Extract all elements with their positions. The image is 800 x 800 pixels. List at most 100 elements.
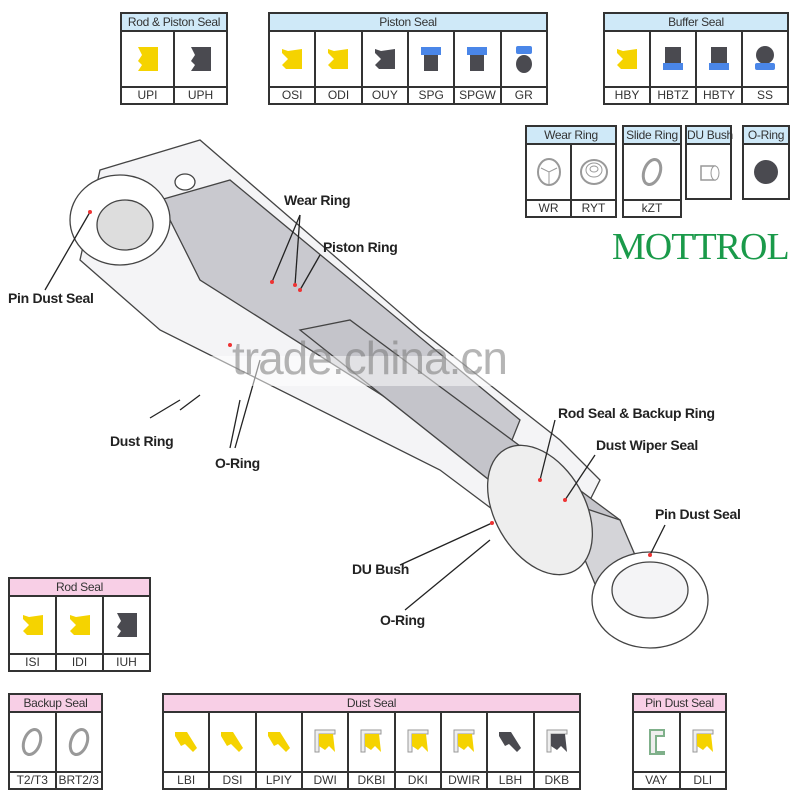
seal-code: UPI xyxy=(122,86,173,103)
coil-outline-icon xyxy=(572,145,615,199)
seal-code: BRT2/3 xyxy=(56,771,101,788)
wiper-case-icon xyxy=(442,713,486,771)
seal-item[interactable]: LPIY xyxy=(256,713,303,788)
seal-item[interactable]: DWIR xyxy=(441,713,489,788)
callout-o-ring-left: O-Ring xyxy=(215,455,260,471)
seal-item[interactable]: WR xyxy=(527,145,572,216)
u-seal-icon xyxy=(175,32,226,86)
seal-item[interactable]: OUY xyxy=(362,32,409,103)
seal-item[interactable]: IUH xyxy=(104,597,149,670)
seal-item[interactable]: UPH xyxy=(175,32,226,103)
slide-ring-title: Slide Ring xyxy=(624,127,680,145)
seal-code: IUH xyxy=(104,653,149,670)
seal-code: LPIY xyxy=(256,771,301,788)
wiper-icon xyxy=(488,713,532,771)
du-bush-table: DU Bush xyxy=(685,125,733,200)
seal-code: OUY xyxy=(362,86,407,103)
seal-item[interactable]: UPI xyxy=(122,32,175,103)
pin-case-icon xyxy=(634,713,679,771)
callout-pin-dust-seal-right: Pin Dust Seal xyxy=(655,506,741,522)
seal-item[interactable]: VAY xyxy=(634,713,681,788)
seal-item[interactable]: DSI xyxy=(210,713,257,788)
ring-cap-inv-icon xyxy=(743,32,787,86)
cap-seal-inv-icon xyxy=(697,32,741,86)
seal-item[interactable]: BRT2/3 xyxy=(56,713,102,788)
seal-code: SPG xyxy=(408,86,454,103)
wiper-case-icon xyxy=(349,713,393,771)
callout-wear-ring: Wear Ring xyxy=(284,192,351,208)
seal-item[interactable]: DLI xyxy=(680,713,726,788)
o-ring-table: O-Ring xyxy=(742,125,790,200)
lip-seal-icon xyxy=(363,32,407,86)
rod-seal-title: Rod Seal xyxy=(10,579,149,597)
seal-code: DWIR xyxy=(441,771,487,788)
watermark-text: trade.china.cn xyxy=(232,332,508,384)
seal-item[interactable]: DWI xyxy=(302,713,350,788)
seal-item[interactable]: DKI xyxy=(395,713,442,788)
piston-seal-title: Piston Seal xyxy=(270,14,546,32)
seal-item[interactable]: DKB xyxy=(534,713,579,788)
seal-item[interactable]: HBY xyxy=(605,32,651,103)
seal-code: HBTZ xyxy=(651,86,695,103)
rod-piston-seal-title: Rod & Piston Seal xyxy=(122,14,226,32)
buffer-seal-title: Buffer Seal xyxy=(605,14,787,32)
seal-item[interactable]: LBH xyxy=(488,713,535,788)
wear-ring-title: Wear Ring xyxy=(527,127,615,145)
seal-item[interactable]: kZT xyxy=(624,145,680,216)
seal-item[interactable]: LBI xyxy=(164,713,211,788)
seal-code: DLI xyxy=(680,771,725,788)
cap-seal-icon xyxy=(409,32,453,86)
seal-code: DSI xyxy=(210,771,255,788)
o-ring-title: O-Ring xyxy=(744,127,788,145)
seal-code: ODI xyxy=(316,86,361,103)
bush-outline-icon xyxy=(687,145,730,198)
seal-item[interactable]: SPG xyxy=(408,32,456,103)
ring-thin-icon xyxy=(57,713,102,771)
seal-code: VAY xyxy=(634,771,679,788)
seal-item[interactable]: SPGW xyxy=(455,32,502,103)
seal-code: DKI xyxy=(395,771,440,788)
seal-code: IDI xyxy=(57,653,102,670)
seal-item[interactable]: RYT xyxy=(572,145,615,216)
wiper-case-icon xyxy=(535,713,579,771)
seal-item[interactable]: HBTY xyxy=(697,32,743,103)
callout-dust-ring: Dust Ring xyxy=(110,433,174,449)
callout-o-ring-bottom: O-Ring xyxy=(380,612,425,628)
seal-item[interactable] xyxy=(687,145,730,198)
seal-item[interactable]: ODI xyxy=(316,32,363,103)
callout-piston-ring: Piston Ring xyxy=(323,239,398,255)
seal-item[interactable]: SS xyxy=(743,32,787,103)
seal-code: WR xyxy=(527,199,570,216)
lip-seal-icon xyxy=(605,32,649,86)
ring-thin-icon xyxy=(10,713,55,771)
head-gland xyxy=(486,444,594,576)
seal-item[interactable]: DKBI xyxy=(349,713,396,788)
wiper-icon xyxy=(257,713,301,771)
seal-item[interactable]: ISI xyxy=(10,597,57,670)
callout-du-bush: DU Bush xyxy=(352,561,410,577)
seal-item[interactable]: IDI xyxy=(57,597,104,670)
ring-cap-icon xyxy=(502,32,546,86)
seal-item[interactable]: HBTZ xyxy=(651,32,697,103)
seal-code: RYT xyxy=(572,199,615,216)
seal-item[interactable] xyxy=(744,145,788,198)
ring-outline-icon xyxy=(527,145,570,199)
seal-code: kZT xyxy=(624,199,680,216)
wiper-case-icon xyxy=(396,713,440,771)
seal-code: SS xyxy=(743,86,787,103)
seal-item[interactable]: OSI xyxy=(270,32,317,103)
seal-code: UPH xyxy=(175,86,226,103)
seal-item[interactable]: T2/T3 xyxy=(10,713,57,788)
wiper-case-icon xyxy=(681,713,726,771)
seal-code: GR xyxy=(501,86,546,103)
lip-seal-icon xyxy=(270,32,314,86)
lip-seal-icon xyxy=(57,597,102,653)
seal-item[interactable]: GR xyxy=(501,32,546,103)
callout-dust-wiper-seal: Dust Wiper Seal xyxy=(596,437,698,453)
